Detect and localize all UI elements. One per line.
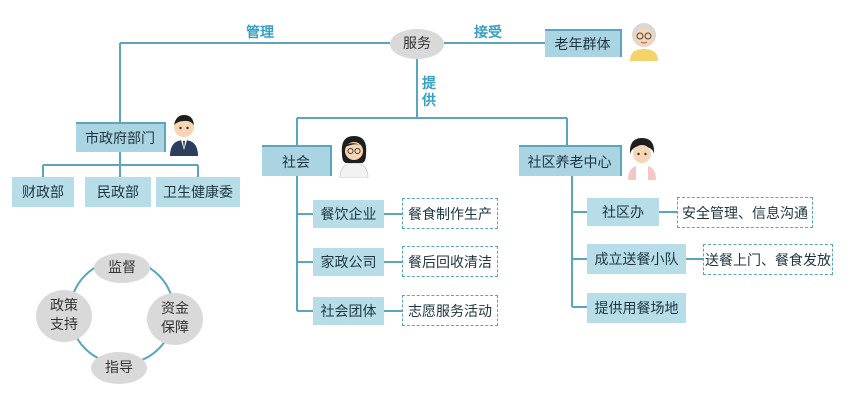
community-item-box: 成立送餐小队 (587, 244, 686, 274)
community-role-label: 送餐上门、餐食发放 (705, 252, 831, 269)
community-role-box: 安全管理、信息沟通 (677, 197, 813, 228)
cycle-node-funding: 资金 保障 (147, 293, 203, 345)
society-role-box: 餐后回收清洁 (402, 246, 498, 277)
cycle-node-guide: 指导 (91, 352, 147, 384)
service-node: 服务 (390, 29, 444, 59)
government-label: 市政府部门 (85, 131, 155, 147)
community-item-label: 提供用餐场地 (594, 301, 679, 317)
society-item-box: 家政公司 (313, 248, 384, 276)
elderly-group-label: 老年群体 (554, 37, 611, 53)
society-role-label: 志愿服务活动 (408, 303, 492, 320)
department-box: 卫生健康委 (156, 177, 240, 207)
community-item-label: 社区办 (602, 205, 644, 221)
community-item-label: 成立送餐小队 (594, 252, 679, 268)
department-label: 财政部 (22, 185, 64, 201)
elderly-avatar-icon (630, 23, 658, 61)
caregiver-avatar-icon (628, 138, 656, 180)
cycle-label: 资金 保障 (161, 301, 189, 336)
community-role-label: 安全管理、信息沟通 (682, 205, 808, 222)
community-center-box: 社区养老中心 (519, 145, 622, 176)
society-item-box: 社会团体 (313, 297, 384, 325)
society-item-label: 餐饮企业 (320, 207, 377, 223)
department-box: 民政部 (85, 177, 151, 207)
department-box: 财政部 (12, 177, 74, 207)
community-item-box: 社区办 (587, 198, 659, 226)
cycle-label: 政策 支持 (50, 298, 78, 333)
society-item-box: 餐饮企业 (313, 200, 384, 228)
edge-label-manage: 管理 (246, 25, 274, 41)
society-label: 社会 (282, 154, 310, 171)
official-avatar-icon (170, 115, 198, 156)
society-role-box: 志愿服务活动 (402, 295, 498, 326)
community-role-box: 送餐上门、餐食发放 (703, 244, 833, 275)
cycle-node-supervise: 监督 (94, 253, 150, 283)
society-role-box: 餐食制作生产 (402, 198, 498, 229)
cycle-node-policy: 政策 支持 (36, 290, 92, 342)
community-center-label: 社区养老中心 (527, 154, 612, 171)
society-item-label: 家政公司 (320, 255, 377, 271)
society-role-label: 餐食制作生产 (408, 206, 492, 223)
society-item-label: 社会团体 (320, 304, 377, 320)
edge-label-accept: 接受 (474, 25, 502, 41)
society-box: 社会 (262, 145, 332, 176)
department-label: 卫生健康委 (163, 185, 233, 201)
service-label: 服务 (403, 35, 431, 52)
society-role-label: 餐后回收清洁 (408, 254, 492, 271)
department-label: 民政部 (97, 185, 139, 201)
cycle-label: 监督 (108, 259, 136, 276)
woman-avatar-icon (339, 136, 369, 178)
edge-label-provide: 提供 (422, 76, 436, 109)
community-item-box: 提供用餐场地 (587, 293, 686, 323)
elderly-group-box: 老年群体 (545, 29, 622, 57)
cycle-label: 指导 (105, 359, 133, 376)
government-box: 市政府部门 (76, 122, 166, 152)
